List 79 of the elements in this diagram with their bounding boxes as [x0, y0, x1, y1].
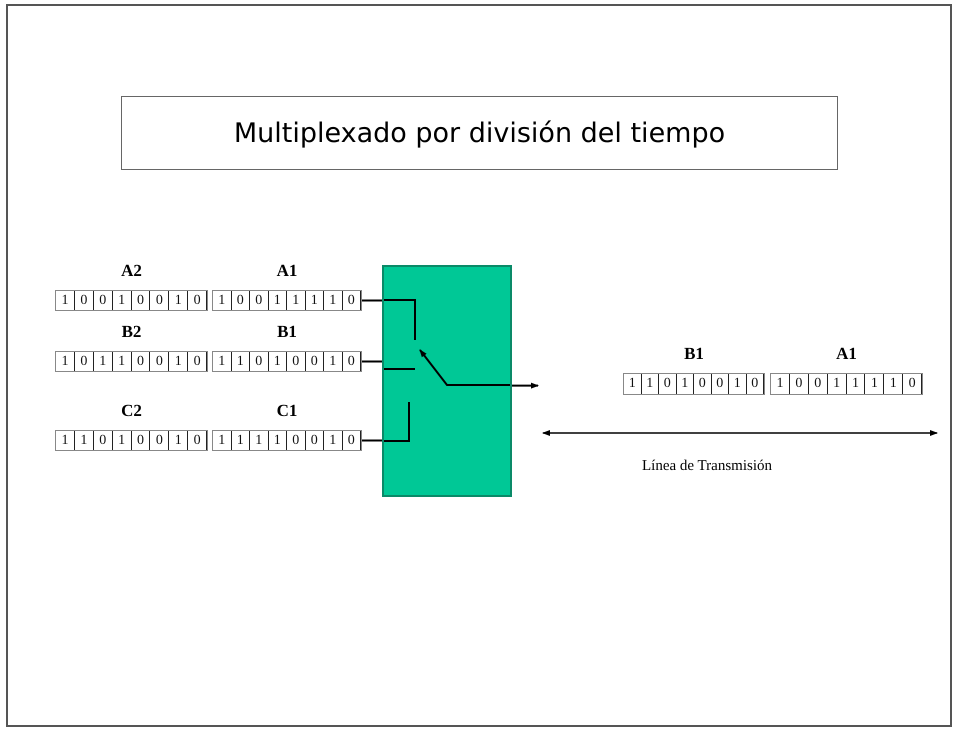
bit-digit: 0: [74, 352, 94, 371]
bit-digit: 0: [74, 291, 94, 310]
bit-digit: 0: [306, 431, 324, 450]
bit-digit: 1: [828, 374, 846, 394]
bit-digit: 1: [884, 374, 904, 394]
bit-digit: 0: [287, 431, 306, 450]
bit-digit: 1: [112, 352, 132, 371]
bit-digit: 1: [865, 374, 884, 394]
bit-digit: 0: [150, 291, 170, 310]
bit-digit: 0: [306, 352, 324, 371]
bit-digit: 1: [213, 291, 232, 310]
bit-digit: 0: [746, 374, 764, 394]
bit-digit: 1: [676, 374, 694, 394]
bit-digit: 1: [232, 431, 250, 450]
bit-digit: 1: [324, 352, 342, 371]
bit-digit: 0: [94, 431, 113, 450]
bit-digit: 0: [188, 291, 207, 310]
bit-digit: 0: [188, 352, 207, 371]
bit-digit: 0: [342, 352, 361, 371]
bit-digit: 1: [112, 431, 132, 450]
bit-digit: 1: [74, 431, 94, 450]
bit-digit: 0: [712, 374, 729, 394]
bit-digit: 1: [213, 352, 232, 371]
bit-digit: 0: [150, 431, 170, 450]
bit-digit: 1: [250, 431, 268, 450]
bit-digit: 1: [771, 374, 790, 394]
arrow: [512, 382, 539, 389]
bit-digit: 0: [342, 291, 361, 310]
bit-digit: 1: [232, 352, 250, 371]
bit-digit: 1: [213, 431, 232, 450]
frame-label: A1: [276, 261, 298, 281]
connector-line: [362, 300, 382, 302]
bit-digit: 0: [232, 291, 250, 310]
bit-digit: 0: [808, 374, 828, 394]
frame-label: A2: [120, 261, 143, 281]
bit-digit: 0: [790, 374, 809, 394]
bit-digit: 1: [287, 291, 306, 310]
connector-line: [362, 360, 382, 362]
bit-digit: 0: [250, 352, 268, 371]
bit-digit: 0: [150, 352, 170, 371]
bit-digit: 1: [624, 374, 642, 394]
bit-digit: 1: [169, 352, 188, 371]
frame-label: B1: [276, 322, 298, 342]
bit-digit: 0: [94, 291, 113, 310]
bit-digit: 0: [694, 374, 712, 394]
bit-digit: 0: [287, 352, 306, 371]
bit-digit: 1: [324, 431, 342, 450]
bit-digit: 1: [306, 291, 324, 310]
bit-digit: 0: [903, 374, 922, 394]
bit-digit: 0: [250, 291, 268, 310]
bit-digit: 1: [846, 374, 866, 394]
bit-digit: 0: [342, 431, 361, 450]
frame-label: A1: [835, 344, 858, 364]
bit-digit: 0: [132, 431, 150, 450]
bit-digit: 1: [56, 291, 75, 310]
bit-digit: 1: [56, 431, 75, 450]
bit-digit: 1: [94, 352, 113, 371]
bit-digit: 1: [112, 291, 132, 310]
frame-label: B1: [683, 344, 705, 364]
bit-digit: 0: [132, 352, 150, 371]
bit-digit: 1: [268, 291, 287, 310]
bit-digit: 1: [324, 291, 342, 310]
bit-digit: 1: [642, 374, 659, 394]
title-box: Multiplexado por división del tiempo: [121, 96, 838, 170]
bit-digit: 1: [729, 374, 746, 394]
bit-digit: 1: [56, 352, 75, 371]
bit-digit: 0: [659, 374, 676, 394]
line-label: Línea de Transmisión: [642, 458, 772, 475]
bit-digit: 1: [268, 431, 287, 450]
bit-digit: 1: [268, 352, 287, 371]
connector-line: [362, 440, 382, 442]
frame-label: B2: [120, 322, 142, 342]
bit-digit: 0: [188, 431, 207, 450]
bit-digit: 1: [169, 291, 188, 310]
bit-digit: 1: [169, 431, 188, 450]
multiplexer-box: [382, 265, 512, 497]
frame-label: C2: [120, 401, 143, 421]
bit-digit: 0: [132, 291, 150, 310]
frame-label: C1: [276, 401, 298, 421]
